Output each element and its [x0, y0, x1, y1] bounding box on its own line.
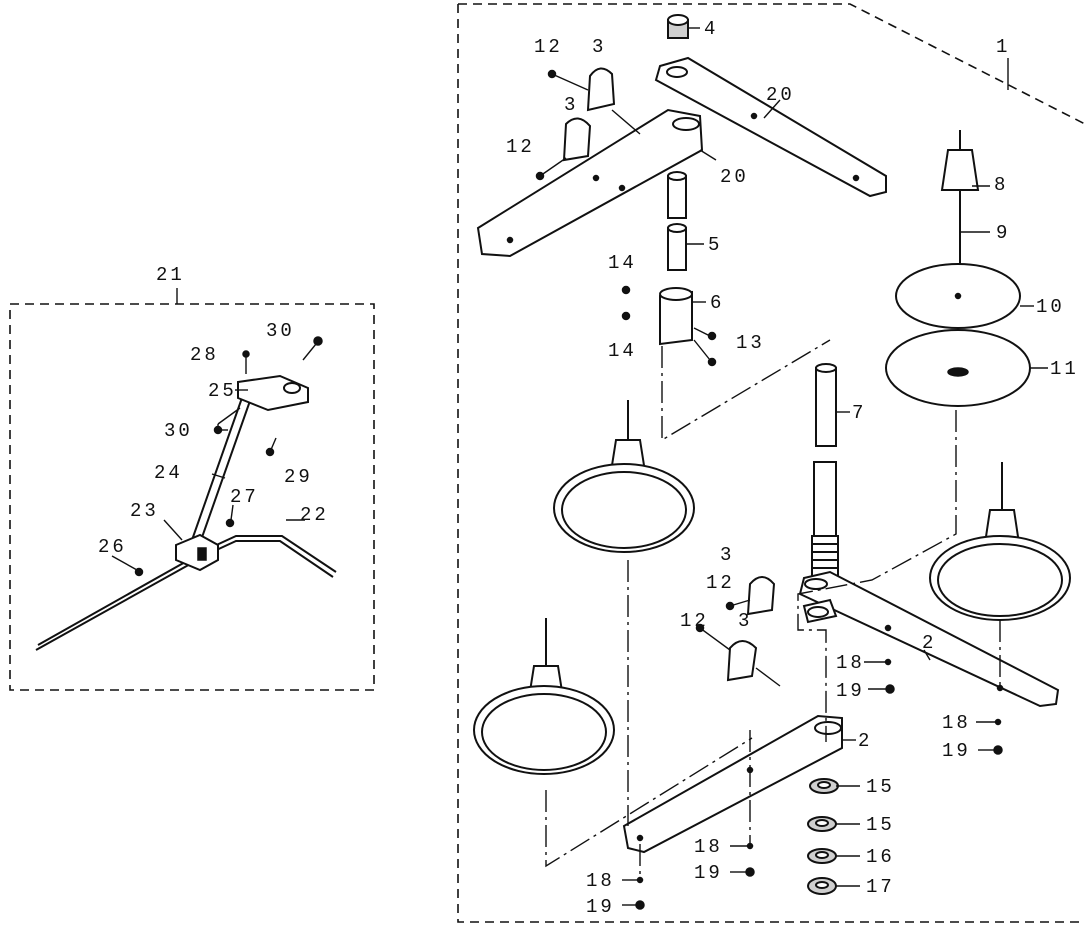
callout-25: 25 [208, 380, 237, 402]
callout-15-a: 15 [866, 776, 895, 798]
callout-19-c: 19 [694, 862, 723, 884]
clip-3-upper-a [547, 67, 616, 112]
callout-17: 17 [866, 876, 895, 898]
rod-24 [191, 394, 252, 544]
spool-holder-left-upper [553, 400, 695, 553]
shaft-5 [667, 171, 687, 271]
block-23 [175, 533, 219, 572]
leaders-21 [111, 389, 305, 571]
callout-18-a: 18 [836, 652, 865, 674]
callout-5: 5 [708, 234, 722, 256]
callout-labels: 21 30 28 25 30 29 24 27 23 22 26 1 4 12 … [98, 18, 1079, 918]
main-box-1 [457, 3, 1086, 923]
callout-4: 4 [704, 18, 718, 40]
clip-3-lower-b [695, 623, 781, 687]
callout-7: 7 [852, 402, 866, 424]
callout-30-mid: 30 [164, 420, 193, 442]
callout-23: 23 [130, 500, 159, 522]
callout-15-b: 15 [866, 814, 895, 836]
callout-29: 29 [284, 466, 313, 488]
callout-12-b: 12 [506, 136, 535, 158]
rod-22 [35, 535, 337, 651]
callout-6: 6 [710, 292, 724, 314]
block-25 [237, 374, 309, 412]
callout-27: 27 [230, 486, 259, 508]
callout-20-a: 20 [766, 84, 795, 106]
callout-16: 16 [866, 846, 895, 868]
callout-3-b: 3 [564, 94, 578, 116]
callout-18-c: 18 [694, 836, 723, 858]
disc-11 [885, 329, 1031, 407]
spool-holder-left-lower [473, 618, 615, 775]
callout-3-d: 3 [738, 610, 752, 632]
callout-20-b: 20 [720, 166, 749, 188]
callout-1: 1 [996, 36, 1010, 58]
post-7 [811, 363, 839, 581]
collar-6 [621, 285, 717, 367]
callout-19-a: 19 [836, 680, 865, 702]
callout-21: 21 [156, 264, 185, 286]
callout-19-b: 19 [942, 740, 971, 762]
callout-30-top: 30 [266, 320, 295, 342]
callout-2-b: 2 [858, 730, 872, 752]
callout-8: 8 [994, 174, 1008, 196]
callout-24: 24 [154, 462, 183, 484]
callout-26: 26 [98, 536, 127, 558]
callout-12-a: 12 [534, 36, 563, 58]
detail-box-21 [9, 288, 375, 691]
washers-15-17 [807, 778, 860, 895]
small-screws-21 [134, 336, 323, 577]
arm-20-upper [654, 56, 887, 198]
assembly-centerlines [545, 339, 1001, 880]
callout-12-c: 12 [706, 572, 735, 594]
callout-10: 10 [1036, 296, 1065, 318]
callout-18-b: 18 [942, 712, 971, 734]
arm-20-lower [476, 108, 704, 258]
callout-9: 9 [996, 222, 1010, 244]
cap-4 [667, 14, 689, 39]
callout-14-a: 14 [608, 252, 637, 274]
clip-3-upper-b [535, 109, 641, 181]
nuts-18-19 [622, 658, 1003, 910]
callout-13: 13 [736, 332, 765, 354]
callout-3-a: 3 [592, 36, 606, 58]
callout-18-d: 18 [586, 870, 615, 892]
callout-2-a: 2 [922, 632, 936, 654]
arm-2-right [798, 570, 1060, 708]
disc-10 [895, 263, 1021, 329]
callout-14-b: 14 [608, 340, 637, 362]
leaders-main [686, 27, 1048, 741]
spindle-9 [940, 130, 980, 272]
callout-19-d: 19 [586, 896, 615, 918]
spool-holder-right [929, 462, 1071, 621]
callout-22: 22 [300, 504, 329, 526]
callout-11: 11 [1050, 358, 1079, 380]
callout-28: 28 [190, 344, 219, 366]
callout-3-c: 3 [720, 544, 734, 566]
callout-12-d: 12 [680, 610, 709, 632]
clip-3-lower-a [725, 576, 776, 616]
arm-2-left [622, 714, 843, 854]
